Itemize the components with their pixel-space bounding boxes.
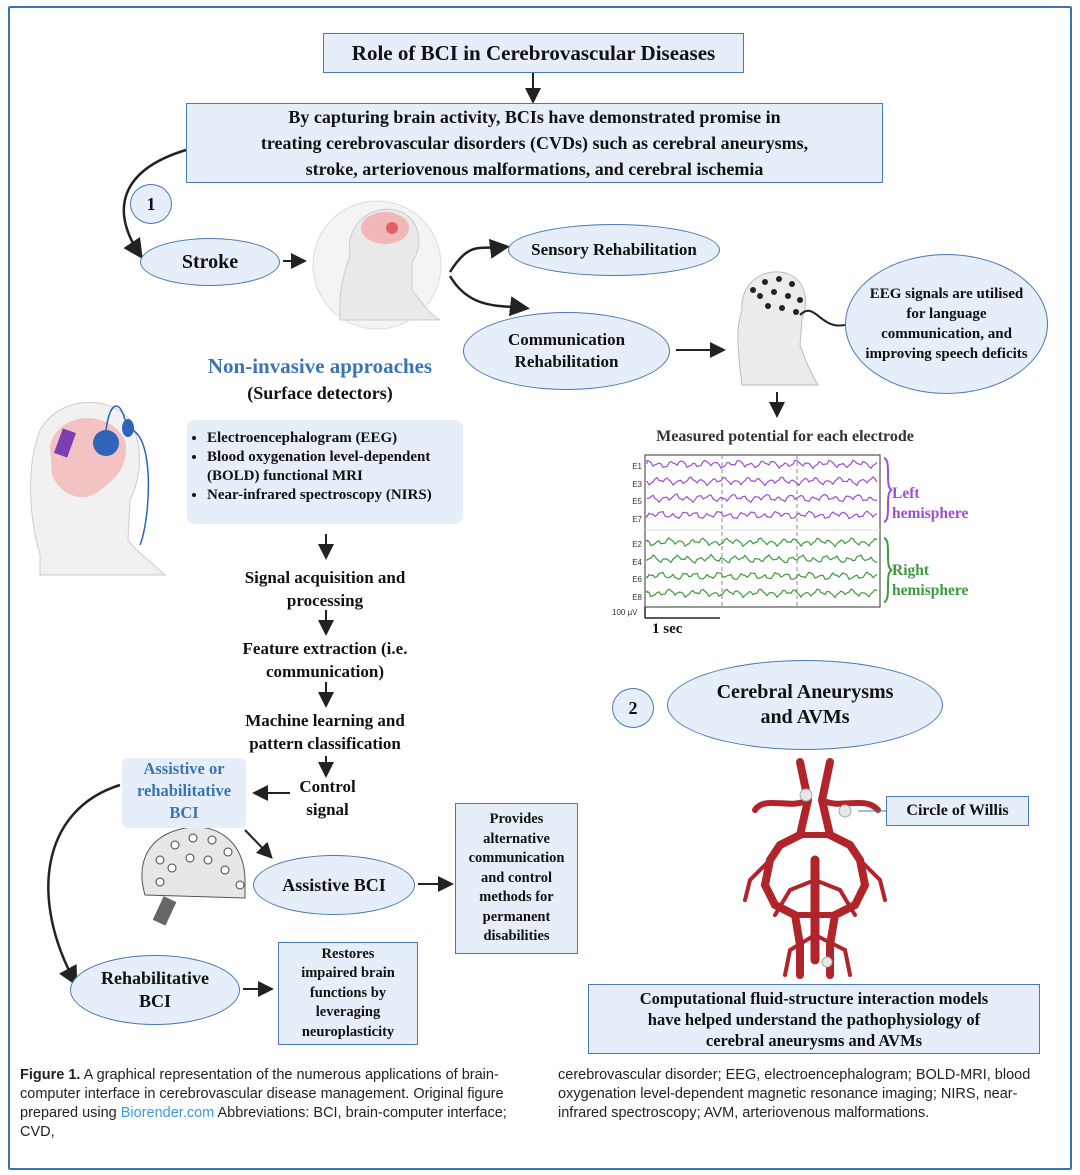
eeg-head-illustration (737, 271, 846, 386)
arrow-intro-stroke (122, 148, 187, 260)
eeg-trace (646, 459, 878, 470)
step-2-badge: 2 (612, 688, 654, 728)
method-item: Near-infrared spectroscopy (NIRS) (207, 486, 455, 505)
sensory-rehab-node: Sensory Rehabilitation (508, 224, 720, 276)
eeg-chart (644, 454, 893, 619)
arrow-head-communication (448, 275, 530, 317)
control-signal-step: Control signal (299, 777, 356, 819)
right-hemisphere-label: Right hemisphere (892, 562, 969, 599)
channel-label: E8 (632, 592, 642, 602)
aneurysm-marker (821, 956, 833, 968)
method-item: Blood oxygenation level-dependent (BOLD)… (207, 448, 455, 486)
diagram-title: Role of BCI in Cerebrovascular Diseases (323, 33, 744, 73)
machine-learning-step: Machine learning and pattern classificat… (245, 711, 405, 753)
stroke-head-illustration (312, 200, 442, 330)
arrow-to-assistive (244, 829, 273, 859)
caption-right: cerebrovascular disorder; EEG, electroen… (558, 1067, 1031, 1121)
aneurysm-marker (799, 788, 813, 802)
provides-box: Provides alternative communication and c… (455, 803, 578, 954)
eeg-note: EEG signals are utilised for language co… (845, 254, 1048, 394)
left-channel-labels: E1 E3 E5 E7 (628, 458, 642, 528)
step-1-badge: 1 (130, 184, 172, 224)
channel-label: E7 (632, 514, 642, 524)
circle-of-willis-label: Circle of Willis (886, 796, 1029, 826)
eeg-trace (646, 588, 878, 599)
caption-text: A graphical representation of the numero… (20, 1067, 504, 1121)
caption-text-end: Abbreviations: BCI, brain-computer inter… (20, 1105, 507, 1140)
aneurysm-marker (838, 804, 852, 818)
circle-of-willis-illustration (743, 758, 887, 979)
aneurysms-node: Cerebral Aneurysms and AVMs (667, 660, 943, 750)
channel-label: E3 (632, 479, 642, 489)
caption-left: Figure 1. A graphical representation of … (20, 1066, 510, 1142)
channel-label: E6 (632, 575, 642, 584)
time-label: 1 sec (652, 621, 683, 637)
channel-label: E1 (632, 462, 642, 471)
eeg-trace (646, 537, 878, 548)
arrow-to-rehab (47, 783, 121, 987)
signal-acquisition-step: Signal acquisition and processing (244, 568, 406, 610)
noninvasive-heading: Non-invasive approaches (207, 354, 433, 378)
fluid-models-box: Computational fluid-structure interactio… (588, 984, 1040, 1054)
noninvasive-subheading: (Surface detectors) (247, 383, 393, 403)
intro-box: By capturing brain activity, BCIs have d… (186, 103, 883, 183)
stroke-node: Stroke (140, 238, 280, 286)
channel-label: E2 (632, 540, 642, 549)
assistive-bci-node: Assistive BCI (253, 855, 415, 915)
eeg-trace (646, 553, 878, 564)
restores-box: Restores impaired brain functions by lev… (278, 942, 418, 1045)
eeg-trace (646, 493, 878, 504)
noninvasive-head-illustration (30, 401, 167, 576)
eeg-trace (646, 571, 878, 581)
noninvasive-methods-list: Electroencephalogram (EEG) Blood oxygena… (187, 420, 463, 524)
arrow-head-sensory (448, 238, 510, 273)
right-channel-labels: E2 E4 E6 E8 (628, 536, 642, 606)
scale-label: 100 µV (612, 608, 638, 617)
caption-label: Figure 1. (20, 1067, 81, 1083)
feature-extraction-step: Feature extraction (i.e. communication) (242, 639, 408, 681)
eeg-cap-illustration (141, 826, 246, 926)
eeg-traces (646, 459, 878, 599)
rehabilitative-bci-node: Rehabilitative BCI (70, 955, 240, 1025)
eeg-trace (646, 510, 878, 520)
eeg-chart-title: Measured potential for each electrode (656, 428, 914, 445)
communication-rehab-node: Communication Rehabilitation (463, 312, 670, 390)
biorender-link[interactable]: Biorender.com (120, 1105, 215, 1121)
left-hemisphere-label: Left hemisphere (892, 485, 969, 522)
method-item: Electroencephalogram (EEG) (207, 429, 455, 448)
channel-label: E4 (632, 557, 642, 567)
assistive-or-rehab-bci: Assistive or rehabilitative BCI (122, 758, 246, 828)
channel-label: E5 (632, 497, 642, 506)
eeg-trace (646, 476, 878, 487)
